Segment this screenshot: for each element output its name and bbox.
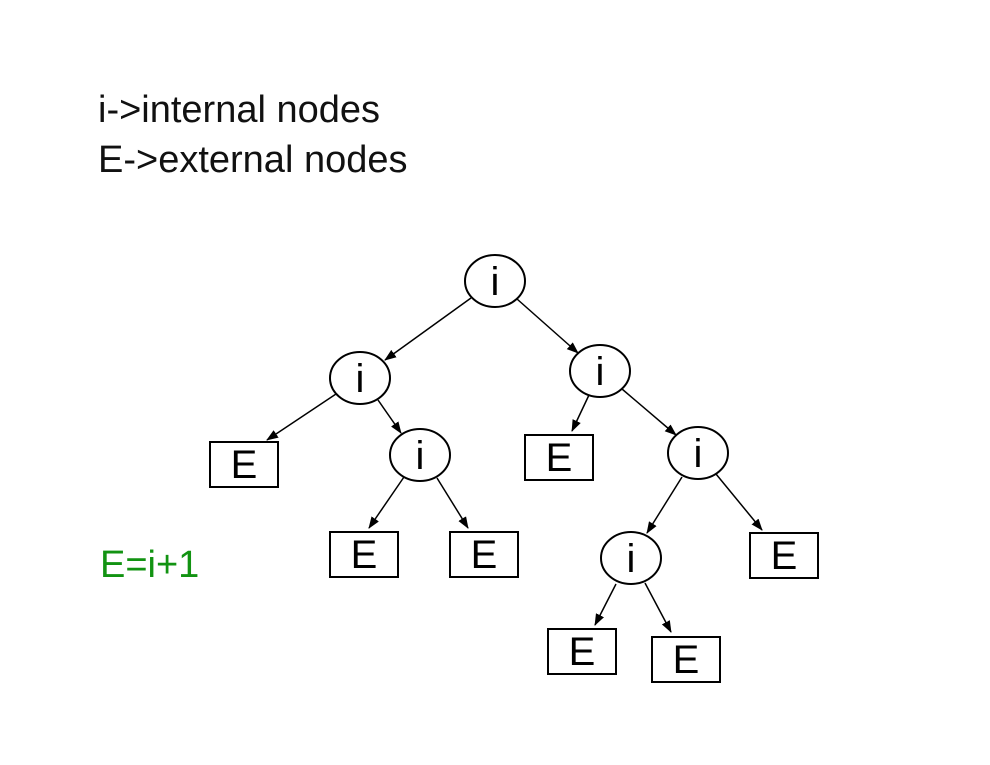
internal-node-circle — [569, 344, 631, 398]
tree-node-lr: i — [389, 428, 451, 482]
formula-text: E=i+1 — [100, 544, 199, 586]
tree-node-rl: E — [524, 434, 594, 481]
tree-edge-lr-lrl — [368, 476, 405, 529]
tree-edge-root-r — [516, 298, 579, 354]
tree-node-rrl: i — [600, 531, 662, 585]
node-label: i — [596, 350, 605, 394]
external-node-box — [329, 531, 399, 578]
node-label: E — [351, 533, 378, 577]
tree-node-ll: E — [209, 441, 279, 488]
external-node-box — [651, 636, 721, 683]
internal-node-circle — [600, 531, 662, 585]
external-node-box — [749, 532, 819, 579]
tree-node-rrlr: E — [651, 636, 721, 683]
legend-external-definition: E->external nodes — [98, 139, 407, 181]
external-node-box — [209, 441, 279, 488]
tree-node-root: i — [464, 254, 526, 308]
tree-edge-l-lr — [377, 399, 402, 434]
node-label: E — [546, 436, 573, 480]
tree-edge-root-l — [384, 297, 472, 361]
tree-node-lrr: E — [449, 531, 519, 578]
external-node-box — [449, 531, 519, 578]
tree-edge-rrl-rrll — [594, 583, 617, 626]
tree-node-rr: i — [667, 426, 729, 480]
internal-node-circle — [667, 426, 729, 480]
node-label: E — [231, 443, 258, 487]
tree-node-r: i — [569, 344, 631, 398]
tree-node-rrr: E — [749, 532, 819, 579]
node-label: E — [673, 638, 700, 682]
node-label: i — [694, 432, 703, 476]
legend-internal-definition: i->internal nodes — [98, 89, 380, 131]
tree-node-rrll: E — [547, 628, 617, 675]
tree-edge-r-rl — [571, 394, 590, 432]
external-node-box — [547, 628, 617, 675]
internal-node-circle — [329, 351, 391, 405]
node-label: E — [569, 630, 596, 674]
internal-node-circle — [464, 254, 526, 308]
tree-node-lrl: E — [329, 531, 399, 578]
node-label: i — [356, 357, 365, 401]
external-node-box — [524, 434, 594, 481]
node-label: E — [471, 533, 498, 577]
tree-edge-l-ll — [266, 393, 337, 441]
tree-edge-rr-rrl — [646, 476, 683, 534]
tree-edge-rr-rrr — [715, 473, 763, 531]
node-label: i — [627, 537, 636, 581]
tree-edge-lr-lrr — [436, 477, 469, 529]
tree-node-l: i — [329, 351, 391, 405]
tree-edge-r-rr — [621, 388, 677, 436]
node-label: i — [491, 260, 500, 304]
internal-node-circle — [389, 428, 451, 482]
tree-edge-rrl-rrlr — [644, 582, 672, 633]
node-label: E — [771, 534, 798, 578]
node-label: i — [416, 434, 425, 478]
